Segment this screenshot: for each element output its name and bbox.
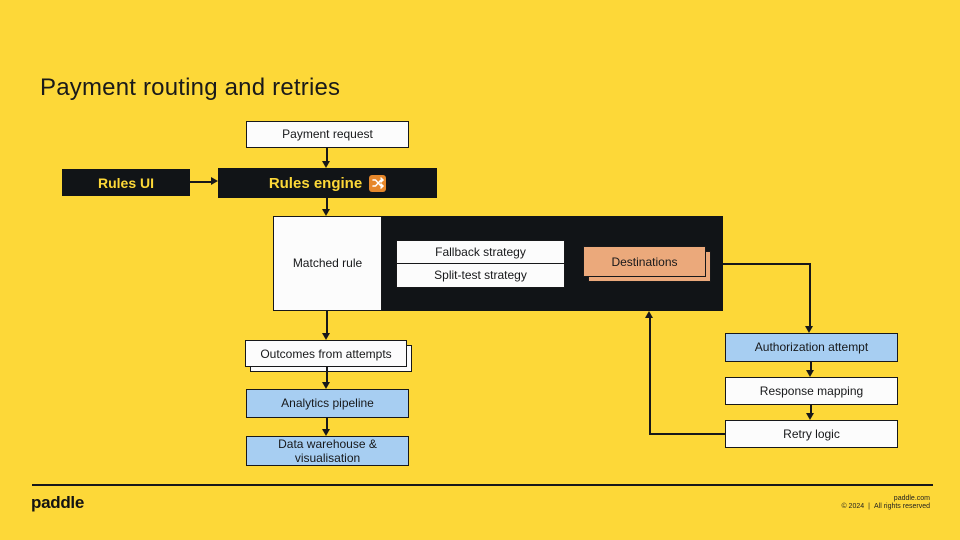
connector-retry-up [649,318,651,435]
connector-outcomes-to-analytics [326,367,328,383]
arrowhead-outcomes-to-analytics [322,382,330,389]
node-matched-rule: Matched rule [273,216,382,311]
connector-retry-left [650,433,725,435]
arrowhead-analytics-to-warehouse [322,429,330,436]
connector-rulesui-to-engine [190,181,212,183]
footer-copyright: © 2024 [841,503,865,510]
connector-auth-to-response [810,362,812,371]
node-fallback-strategy: Fallback strategy [396,240,565,264]
arrowhead-rulesui-to-engine [211,177,218,185]
node-authorization-attempt: Authorization attempt [725,333,898,362]
node-data-warehouse: Data warehouse & visualisation [246,436,409,466]
node-payment-request: Payment request [246,121,409,148]
footer-divider [32,484,933,486]
destinations-card-front: Destinations [583,246,706,277]
rules-engine-label: Rules engine [268,174,363,192]
connector-matched-to-outcomes [326,311,328,334]
outcomes-card-front: Outcomes from attempts [245,340,407,367]
node-response-mapping: Response mapping [725,377,898,405]
arrowhead-retry-to-panel [645,311,653,318]
node-destinations: Destinations [583,246,711,282]
paddle-logo: paddle [31,493,84,512]
arrowhead-destinations-to-auth [805,326,813,333]
shuffle-icon [369,174,387,192]
node-outcomes: Outcomes from attempts [245,340,412,372]
connector-response-to-retry [810,405,812,414]
arrowhead-payment-to-engine [322,161,330,168]
node-rules-engine: Rules engine [218,168,437,198]
footer-separator: | [868,503,870,510]
page-title: Payment routing and retries [40,74,341,101]
connector-payment-to-engine [326,148,328,162]
rules-ui-label: Rules UI [97,174,154,191]
node-retry-logic: Retry logic [725,420,898,448]
footer-copyright-line: © 2024|All rights reserved [841,503,930,511]
connector-engine-to-matched [326,198,328,210]
arrowhead-auth-to-response [806,370,814,377]
node-analytics-pipeline: Analytics pipeline [246,389,409,418]
connector-analytics-to-warehouse [326,418,328,430]
arrowhead-matched-to-outcomes [322,333,330,340]
footer-right: paddle.com © 2024|All rights reserved [841,495,930,511]
arrowhead-engine-to-matched [322,209,330,216]
connector-destinations-down [809,263,811,327]
node-rules-ui: Rules UI [62,169,190,196]
footer-site: paddle.com [893,495,930,502]
connector-destinations-right [723,263,811,265]
footer-rights: All rights reserved [873,503,930,510]
arrowhead-response-to-retry [806,413,814,420]
node-split-test-strategy: Split-test strategy [396,263,565,288]
